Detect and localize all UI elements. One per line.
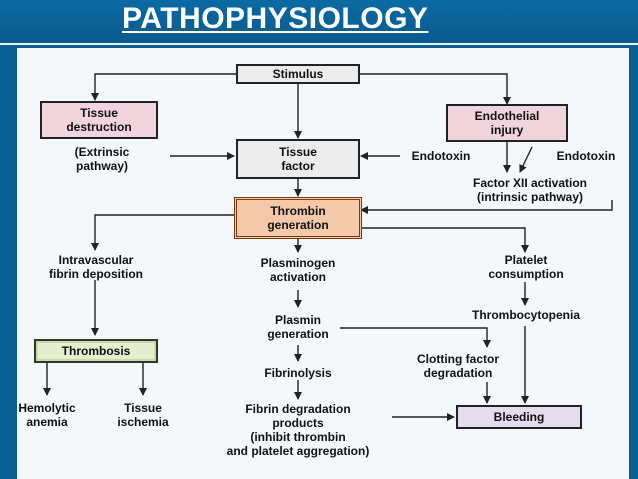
- bleeding-label: Bleeding: [493, 410, 545, 424]
- thrombocytopenia-label: Thrombocytopenia: [471, 308, 580, 322]
- endotoxin-right-label: Endotoxin: [556, 149, 616, 163]
- fibrin-degradation-products-label: Fibrin degradation products (inhibit thr…: [226, 402, 370, 458]
- arrow-plasmin-clotting: [340, 327, 491, 348]
- fibrinolysis-label: Fibrinolysis: [264, 366, 332, 380]
- plasminogen-activation-label: Plasminogen activation: [260, 256, 336, 284]
- thrombosis-label: Thrombosis: [61, 344, 131, 358]
- factor-xii-label: Factor XII activation (intrinsic pathway…: [472, 176, 588, 204]
- arrow-stimulus-tissue-destruction: [91, 73, 236, 101]
- tissue-factor-label: Tissue factor: [279, 145, 317, 173]
- clotting-factor-label: Clotting factor degradation: [417, 352, 499, 380]
- thrombin-generation-box: Thrombin generation: [234, 197, 362, 239]
- tissue-ischemia-label: Tissue ischemia: [117, 401, 169, 429]
- stimulus-label: Stimulus: [272, 67, 324, 81]
- hemolytic-anemia-label: Hemolytic anemia: [18, 401, 76, 429]
- plasmin-generation-label: Plasmin generation: [267, 313, 329, 341]
- arrow-thrombin-fibrin: [91, 214, 234, 251]
- endothelial-injury-box: Endothelial injury: [446, 104, 568, 142]
- bleeding-box: Bleeding: [456, 405, 582, 429]
- arrow-endotoxin-right-factorxii: [519, 146, 533, 173]
- thrombin-generation-label: Thrombin generation: [267, 204, 329, 232]
- tissue-destruction-box: Tissue destruction: [40, 101, 158, 139]
- thrombosis-box: Thrombosis: [34, 339, 158, 363]
- extrinsic-pathway-label: (Extrinsic pathway): [74, 145, 130, 173]
- endothelial-injury-label: Endothelial injury: [474, 109, 540, 137]
- arrow-thrombin-platelet: [361, 227, 529, 253]
- tissue-destruction-label: Tissue destruction: [66, 106, 132, 134]
- platelet-consumption-label: Platelet consumption: [488, 253, 564, 281]
- arrow-factorxii-thrombin: [360, 200, 613, 214]
- stimulus-box: Stimulus: [236, 64, 360, 84]
- header-bar: PATHOPHYSIOLOGY: [0, 0, 638, 44]
- header-divider: [0, 43, 638, 45]
- tissue-factor-box: Tissue factor: [236, 139, 360, 179]
- slide-title: PATHOPHYSIOLOGY: [122, 2, 429, 35]
- endotoxin-left-label: Endotoxin: [411, 149, 471, 163]
- arrow-stimulus-endothelial: [360, 73, 511, 105]
- intravascular-fibrin-label: Intravascular fibrin deposition: [49, 253, 143, 281]
